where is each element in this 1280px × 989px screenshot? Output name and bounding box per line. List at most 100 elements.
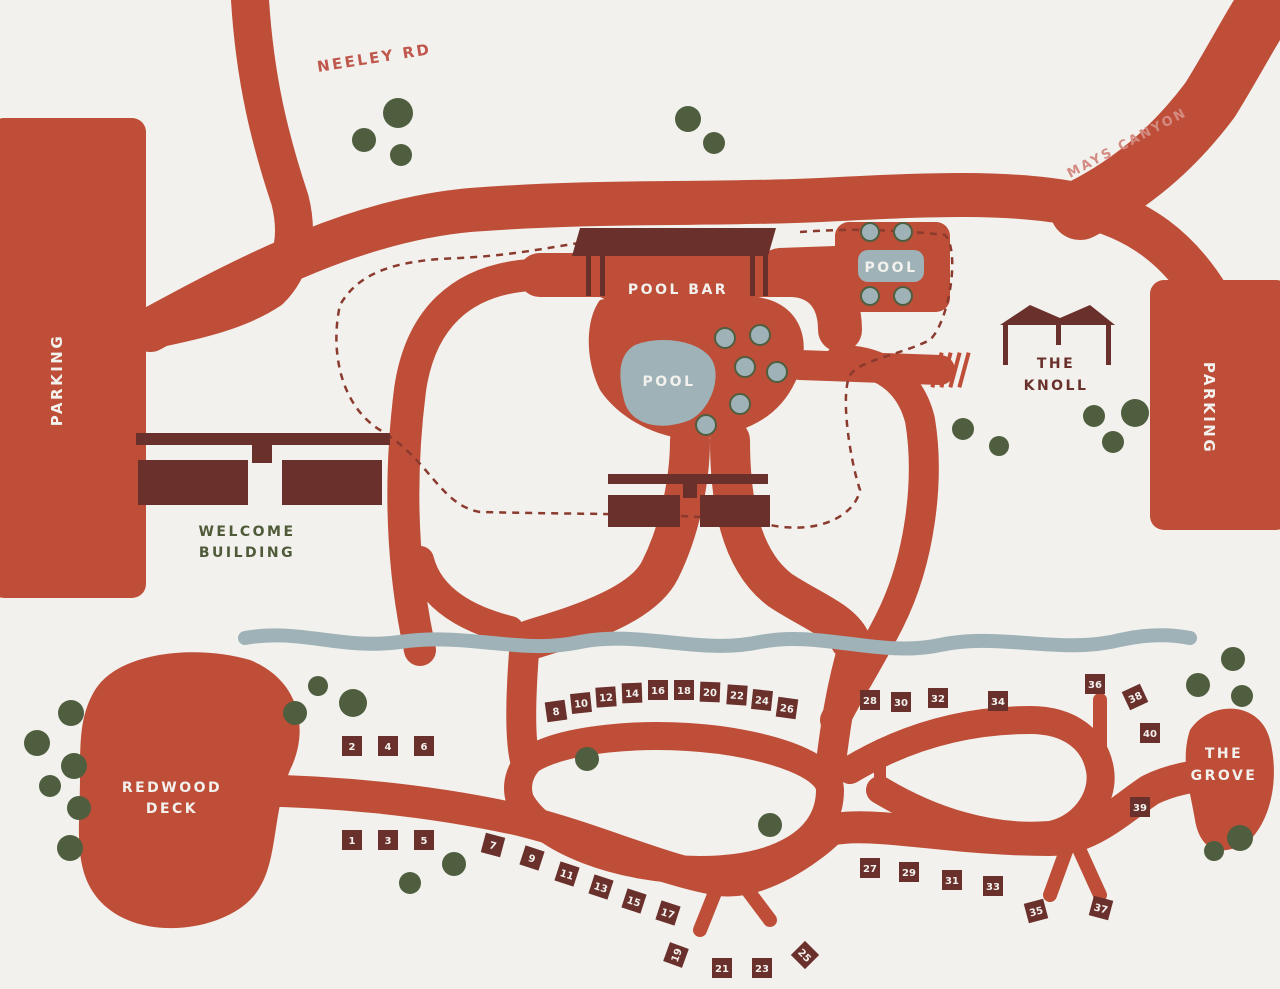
- grove-area[interactable]: [1185, 708, 1274, 851]
- spur-23: [733, 873, 777, 927]
- cabin-marker: [860, 690, 880, 710]
- cabin-34[interactable]: 34: [988, 691, 1008, 711]
- cabin-13[interactable]: 13: [588, 874, 614, 900]
- creek: [238, 628, 1197, 656]
- redwood-label-2: DECK: [146, 801, 198, 817]
- welcome-label-2: BUILDING: [199, 545, 295, 561]
- pool-bar-structure[interactable]: [572, 228, 776, 296]
- cabin-38[interactable]: 38: [1121, 683, 1149, 711]
- east-down: [815, 625, 870, 785]
- cabin-15[interactable]: 15: [621, 888, 647, 914]
- cabin-3[interactable]: 3: [378, 830, 398, 850]
- knoll-roof: [1000, 305, 1115, 325]
- tree-icon: [57, 835, 83, 861]
- cabin-20[interactable]: 20: [699, 681, 721, 703]
- cabin-number: 19: [670, 947, 685, 964]
- tree-icon: [1227, 825, 1253, 851]
- redwood-deck-area[interactable]: [78, 652, 300, 929]
- cabin-23[interactable]: 23: [752, 958, 772, 978]
- tree-icon: [67, 796, 91, 820]
- tree-icon: [390, 144, 412, 166]
- cabin-10[interactable]: 10: [570, 692, 592, 714]
- cabin-31[interactable]: 31: [942, 870, 962, 890]
- cabin-marker: [674, 680, 694, 700]
- cabin-40[interactable]: 40: [1140, 723, 1160, 743]
- cabin-marker: [570, 692, 592, 714]
- cabin-marker: [1085, 674, 1105, 694]
- cabin-25[interactable]: 25: [790, 940, 820, 970]
- spur-21: [693, 873, 727, 937]
- cabin-number: 17: [659, 907, 676, 922]
- bath-label-1: BATH: [544, 469, 596, 485]
- main-pool[interactable]: [620, 340, 716, 426]
- cabin-marker: [519, 845, 545, 871]
- cabin-6[interactable]: 6: [414, 736, 434, 756]
- umbrella-icon: [714, 327, 736, 349]
- cabin-5[interactable]: 5: [414, 830, 434, 850]
- tree-icon: [58, 700, 84, 726]
- cabin-2[interactable]: 2: [342, 736, 362, 756]
- tree-icon: [1083, 405, 1105, 427]
- knoll-structure[interactable]: [1000, 305, 1115, 365]
- umbrellas: [695, 222, 913, 436]
- cabin-21[interactable]: 21: [712, 958, 732, 978]
- cabin-number: 37: [1092, 902, 1108, 916]
- tree-icon: [1221, 647, 1245, 671]
- cabin-24[interactable]: 24: [751, 689, 773, 711]
- tree-icon: [703, 132, 725, 154]
- cabin-number: 33: [986, 882, 1000, 893]
- cabin-marker: [1130, 797, 1150, 817]
- cabin-37[interactable]: 37: [1088, 895, 1114, 921]
- small-pool[interactable]: [858, 250, 924, 282]
- cabin-28[interactable]: 28: [860, 690, 880, 710]
- tree-icon: [352, 128, 376, 152]
- cabin-number: 16: [651, 686, 665, 697]
- welcome-building[interactable]: [136, 433, 390, 505]
- cabin-32[interactable]: 32: [928, 688, 948, 708]
- cabin-marker: [726, 684, 748, 706]
- tree-icon: [39, 775, 61, 797]
- cabin-22[interactable]: 22: [726, 684, 748, 706]
- umbrella-icon: [729, 393, 751, 415]
- bath-building[interactable]: [608, 474, 770, 527]
- grove-label-1: THE: [1205, 746, 1243, 762]
- cabin-19[interactable]: 19: [663, 942, 689, 968]
- grove-label-2: GROVE: [1191, 768, 1258, 784]
- cabin-marker: [775, 696, 799, 720]
- cabin-16[interactable]: 16: [648, 680, 668, 700]
- cabin-4[interactable]: 4: [378, 736, 398, 756]
- parking-right[interactable]: [1150, 280, 1280, 530]
- cabin-29[interactable]: 29: [899, 862, 919, 882]
- trees: [24, 98, 1253, 894]
- cabin-7[interactable]: 7: [480, 832, 506, 858]
- cabin-11[interactable]: 11: [554, 861, 580, 887]
- cabin-8[interactable]: 8: [544, 699, 568, 723]
- cabin-33[interactable]: 33: [983, 876, 1003, 896]
- cabin-39[interactable]: 39: [1130, 797, 1150, 817]
- cabin-marker: [1121, 683, 1149, 711]
- cabin-marker: [342, 736, 362, 756]
- cabin-marker: [699, 681, 721, 703]
- cabin-number: 34: [991, 697, 1005, 708]
- cabin-number: 40: [1143, 729, 1157, 740]
- parking-left[interactable]: [0, 118, 146, 598]
- cabin-14[interactable]: 14: [621, 682, 643, 704]
- cabin-1[interactable]: 1: [342, 830, 362, 850]
- cabin-marker: [544, 699, 568, 723]
- cabin-marker: [595, 686, 617, 708]
- cabin-26[interactable]: 26: [775, 696, 799, 720]
- cabin-35[interactable]: 35: [1023, 898, 1049, 924]
- cabin-36[interactable]: 36: [1085, 674, 1105, 694]
- cabin-27[interactable]: 27: [860, 858, 880, 878]
- path-to-knoll: [785, 350, 955, 385]
- cabin-number: 23: [755, 964, 769, 975]
- cabin-9[interactable]: 9: [519, 845, 545, 871]
- cabin-12[interactable]: 12: [595, 686, 617, 708]
- bath-roof: [608, 474, 768, 484]
- tree-icon: [1186, 673, 1210, 697]
- cabin-18[interactable]: 18: [674, 680, 694, 700]
- pool-bar-roof: [572, 228, 776, 256]
- tree-icon: [61, 753, 87, 779]
- cabin-30[interactable]: 30: [891, 692, 911, 712]
- cabin-17[interactable]: 17: [655, 900, 681, 926]
